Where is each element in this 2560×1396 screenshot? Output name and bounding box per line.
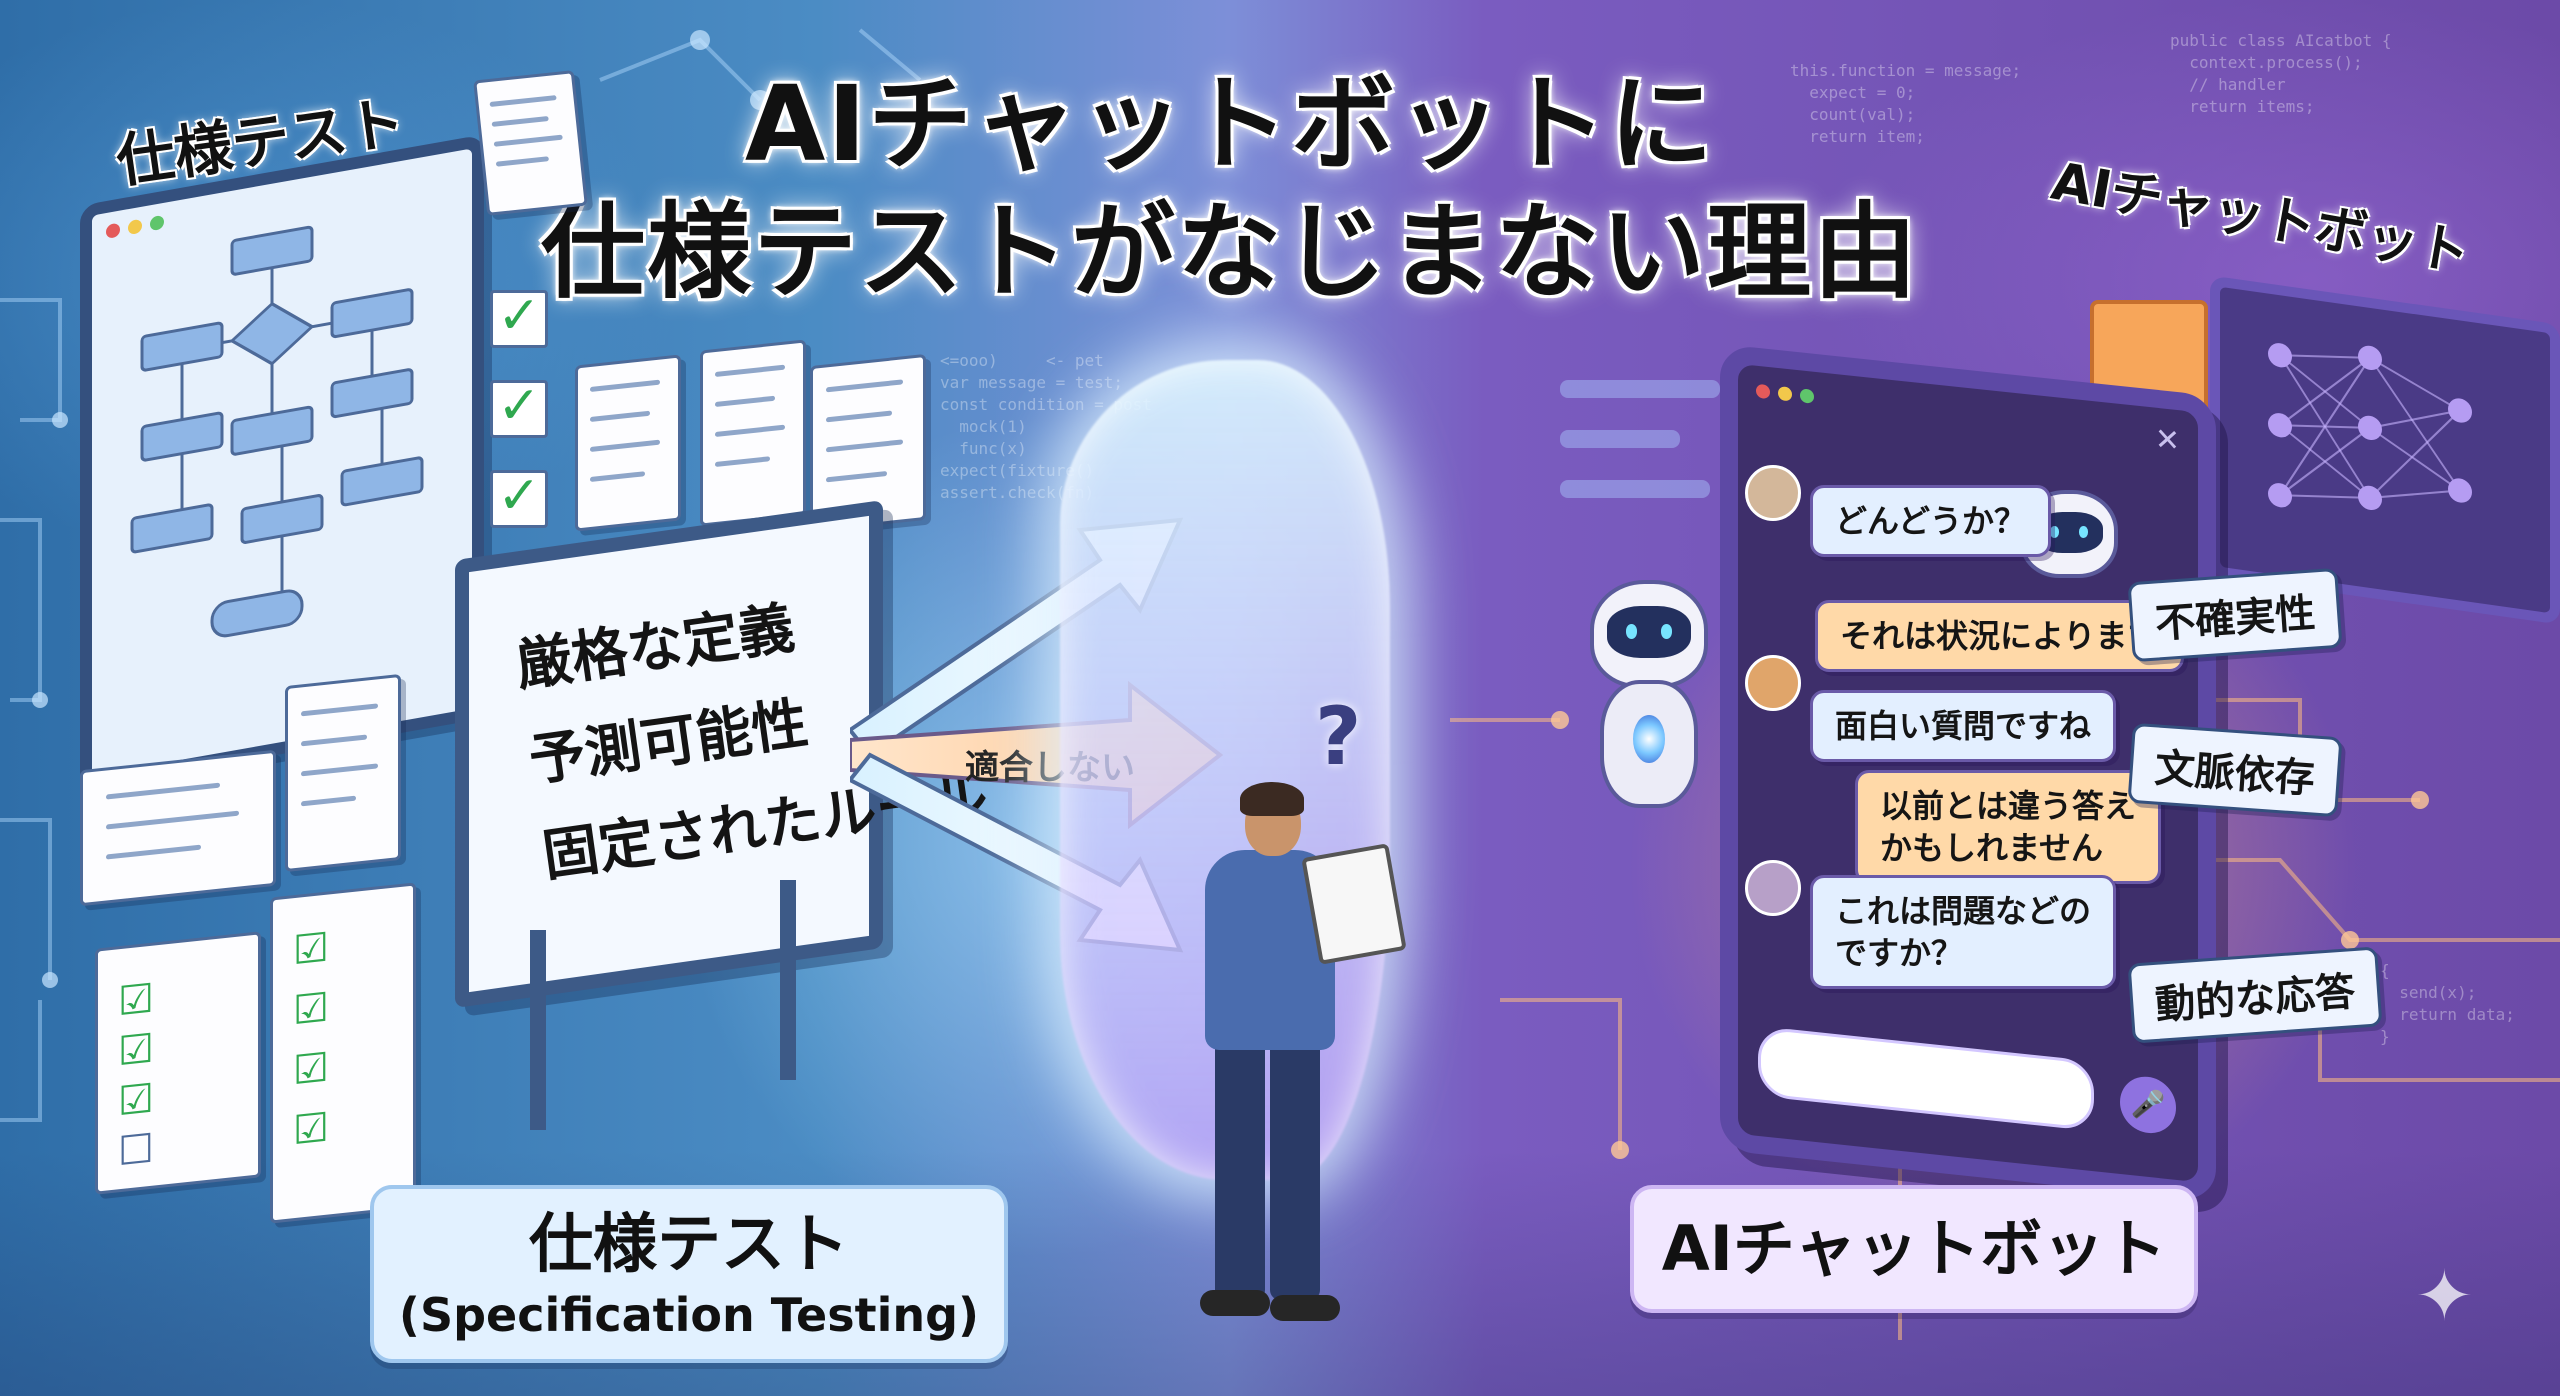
- avatar: [1745, 465, 1801, 521]
- flowchart-monitor: [80, 134, 484, 790]
- chat-input[interactable]: [1758, 1025, 2094, 1132]
- close-icon[interactable]: ✕: [2154, 421, 2180, 460]
- checkmark-icon: ✓: [490, 290, 548, 348]
- board-leg: [530, 930, 546, 1130]
- code-snippet-left: <=ooo) <- pet var message = test; const …: [940, 351, 1152, 502]
- chat-bubble: 面白い質問ですね: [1810, 690, 2117, 762]
- person-leg: [1270, 1040, 1320, 1300]
- chat-bubble-multiline: これは問題などの ですか？: [1810, 875, 2117, 989]
- person-hair: [1240, 782, 1304, 816]
- chat-bubble: それは状況によります: [1815, 600, 2185, 672]
- avatar: [1745, 860, 1801, 916]
- clipboard-icon: [1301, 843, 1407, 965]
- chat-bubble-line: これは問題などの: [1835, 892, 2092, 930]
- person-leg: [1215, 1040, 1265, 1300]
- sparkle-icon: ✦: [2415, 1255, 2474, 1337]
- checkmark-icon: ✓: [490, 380, 548, 438]
- checkmark-icon: ✓: [490, 470, 548, 528]
- flowchart-icon: [130, 225, 424, 638]
- person-shoe: [1200, 1290, 1270, 1316]
- avatar: [1745, 655, 1801, 711]
- board-leg: [780, 880, 796, 1080]
- tag-context-dependence: 文脈依存: [2127, 722, 2343, 818]
- document-icon: [473, 70, 588, 216]
- robot-body: [1600, 680, 1698, 808]
- code-snippet-top-right: public class AIcatbot { context.process(…: [2170, 31, 2392, 116]
- chat-bubble-multiline: 以前とは違う答え かもしれません: [1855, 770, 2162, 884]
- microphone-icon[interactable]: 🎤: [2120, 1073, 2176, 1136]
- ui-strip: [1560, 380, 1720, 398]
- chat-bubble-line: かもしれません: [1880, 829, 2104, 867]
- ui-strip: [1560, 430, 1680, 448]
- label-spec-testing-en: (Specification Testing): [398, 1288, 980, 1342]
- label-spec-testing-jp: 仕様テスト: [529, 1208, 849, 1282]
- document-icon: [285, 673, 401, 873]
- label-spec-testing: 仕様テスト (Specification Testing): [370, 1185, 1008, 1363]
- document-icon: [80, 749, 276, 907]
- chat-bubble-line: ですか？: [1835, 934, 1964, 972]
- title-line-2: 仕様テストがなじまない理由: [540, 191, 1919, 313]
- neural-network-icon: [2210, 275, 2560, 625]
- title-line-1: AIチャットボットに: [744, 63, 1716, 185]
- document-icon: [575, 354, 681, 532]
- person-shoe: [1270, 1295, 1340, 1321]
- robot-icon: [1590, 580, 1708, 688]
- chat-bubble-line: 以前とは違う答え: [1880, 787, 2137, 825]
- chat-bubble: どんどうか？: [1810, 485, 2052, 557]
- label-ai-chatbot: AIチャットボット: [1630, 1185, 2198, 1313]
- tag-uncertainty: 不確実性: [2127, 567, 2343, 663]
- checklist-clipboard: ☑ ☑ ☑ ☑: [270, 882, 416, 1224]
- page-title: AIチャットボットに 仕様テストがなじまない理由: [500, 60, 1960, 316]
- ui-strip: [1560, 480, 1710, 498]
- window-dots: [1756, 383, 1814, 404]
- checklist-clipboard: ☑ ☑ ☑ ☐: [95, 931, 261, 1195]
- code-snippet-right: this.function = message; expect = 0; cou…: [1790, 61, 2022, 146]
- document-icon: [700, 339, 806, 527]
- code-snippet-bottom-right: { send(x); return data; }: [2380, 961, 2515, 1046]
- question-mark-icon: ?: [1315, 690, 1362, 783]
